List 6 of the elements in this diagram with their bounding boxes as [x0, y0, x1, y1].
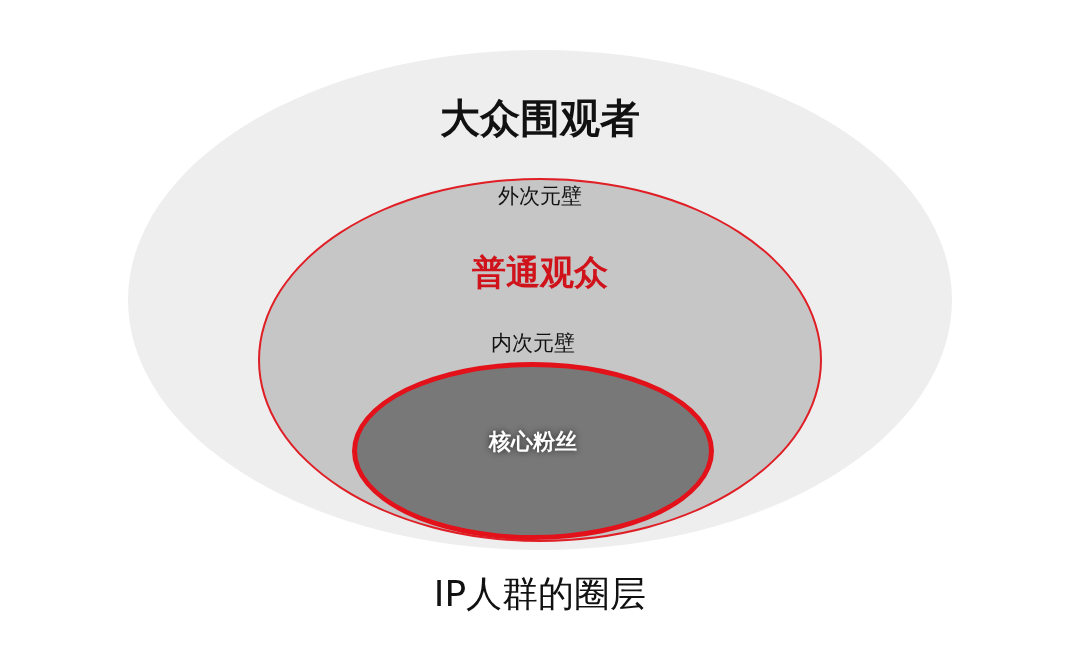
boundary-label: 外次元壁 — [497, 184, 583, 210]
ellipse-label: 普通观众 — [471, 252, 609, 293]
ellipse-label: 大众围观者 — [439, 94, 641, 142]
boundary-label: 内次元壁 — [490, 331, 576, 357]
ellipse-label: 核心粉丝 — [487, 429, 578, 456]
caption: IP人群的圈层 — [432, 572, 648, 616]
